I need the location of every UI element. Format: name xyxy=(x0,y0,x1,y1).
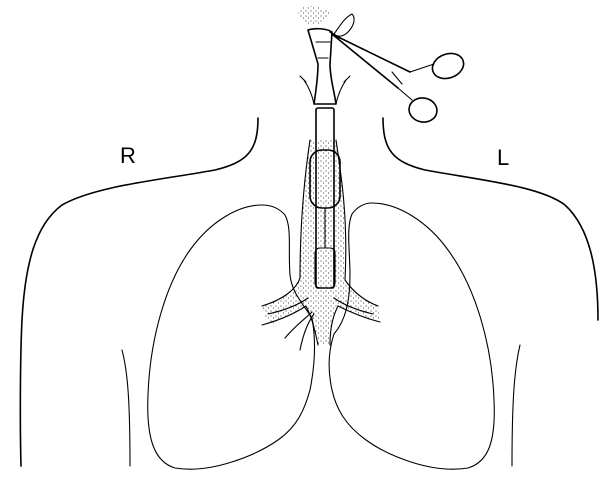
left-side-label: L xyxy=(497,145,509,170)
trachea-and-bronchi xyxy=(262,140,380,350)
right-side-label: R xyxy=(120,143,136,168)
right-lung xyxy=(148,205,315,469)
hand xyxy=(334,14,354,36)
left-lung xyxy=(329,203,494,469)
tube-connector xyxy=(298,6,350,104)
forceps-clamp xyxy=(330,32,467,124)
